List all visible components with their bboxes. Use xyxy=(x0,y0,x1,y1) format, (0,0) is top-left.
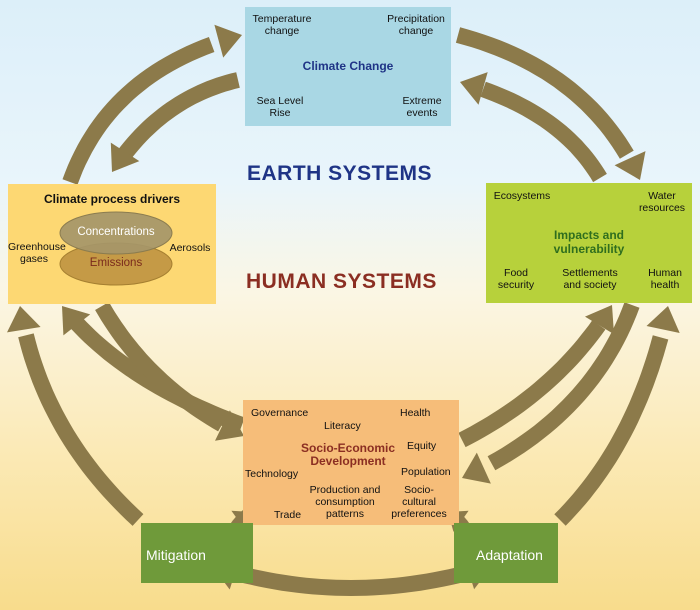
arrow-mitigation-to-drivers-head xyxy=(7,306,41,333)
arrow-impacts-to-socio-shaft xyxy=(487,302,640,471)
arrow-drivers-to-socio-head xyxy=(215,410,244,441)
mitigation-label: Mitigation xyxy=(146,547,206,563)
arrow-socio-to-drivers-head xyxy=(62,306,91,336)
equity-label: Equity xyxy=(407,440,437,452)
socio-economic-box: Governance Literacy Health Socio-Economi… xyxy=(243,400,459,525)
arrow-climate-to-impacts-shaft xyxy=(455,27,634,159)
climate-drivers-title: Climate process drivers xyxy=(43,192,181,206)
concentration-emission-ellipses xyxy=(59,211,173,286)
health-label: Health xyxy=(400,407,431,419)
arrow-drivers-to-climate-head xyxy=(214,24,242,58)
arrow-impacts-to-climate-shaft xyxy=(480,81,607,183)
technology-label: Technology xyxy=(245,468,299,480)
arrow-climate-to-drivers-shaft xyxy=(117,72,240,160)
arrow-climate-to-impacts-head xyxy=(614,151,646,180)
climate-change-title: Climate Change xyxy=(302,59,394,73)
human-systems-title: HUMAN SYSTEMS xyxy=(246,270,437,293)
trade-label: Trade xyxy=(274,509,302,521)
adaptation-box: Adaptation xyxy=(454,523,558,583)
arrow-mitigation-to-drivers-shaft xyxy=(18,333,144,526)
mitigation-box: Mitigation xyxy=(141,523,253,583)
arrow-drivers-to-socio-shaft xyxy=(95,302,227,432)
arrow-adaptation-to-impacts-shaft xyxy=(554,335,669,526)
climate-drivers-box: Climate process drivers Concentrations E… xyxy=(8,184,216,304)
concentrations-label: Concentrations xyxy=(77,226,155,238)
arrow-socio-to-impacts-shaft xyxy=(458,320,606,448)
arrow-mitigation-adaptation-shaft xyxy=(243,567,460,596)
arrow-adaptation-to-impacts-head xyxy=(646,306,680,333)
arrow-climate-to-drivers-head xyxy=(110,142,140,172)
governance-label: Governance xyxy=(251,407,309,419)
aerosols-label: Aerosols xyxy=(169,242,211,254)
emissions-label: Emissions xyxy=(89,257,143,269)
literacy-label: Literacy xyxy=(324,420,361,432)
adaptation-label: Adaptation xyxy=(476,547,543,563)
arrow-impacts-to-socio-head xyxy=(462,452,491,484)
ecosystems-label: Ecosystems xyxy=(493,190,551,202)
population-label: Population xyxy=(401,466,451,478)
earth-systems-title: EARTH SYSTEMS xyxy=(247,162,433,185)
arrow-socio-to-impacts-head xyxy=(585,305,614,335)
arrow-drivers-to-climate-shaft xyxy=(62,37,215,185)
arrow-impacts-to-climate-head xyxy=(460,72,488,105)
